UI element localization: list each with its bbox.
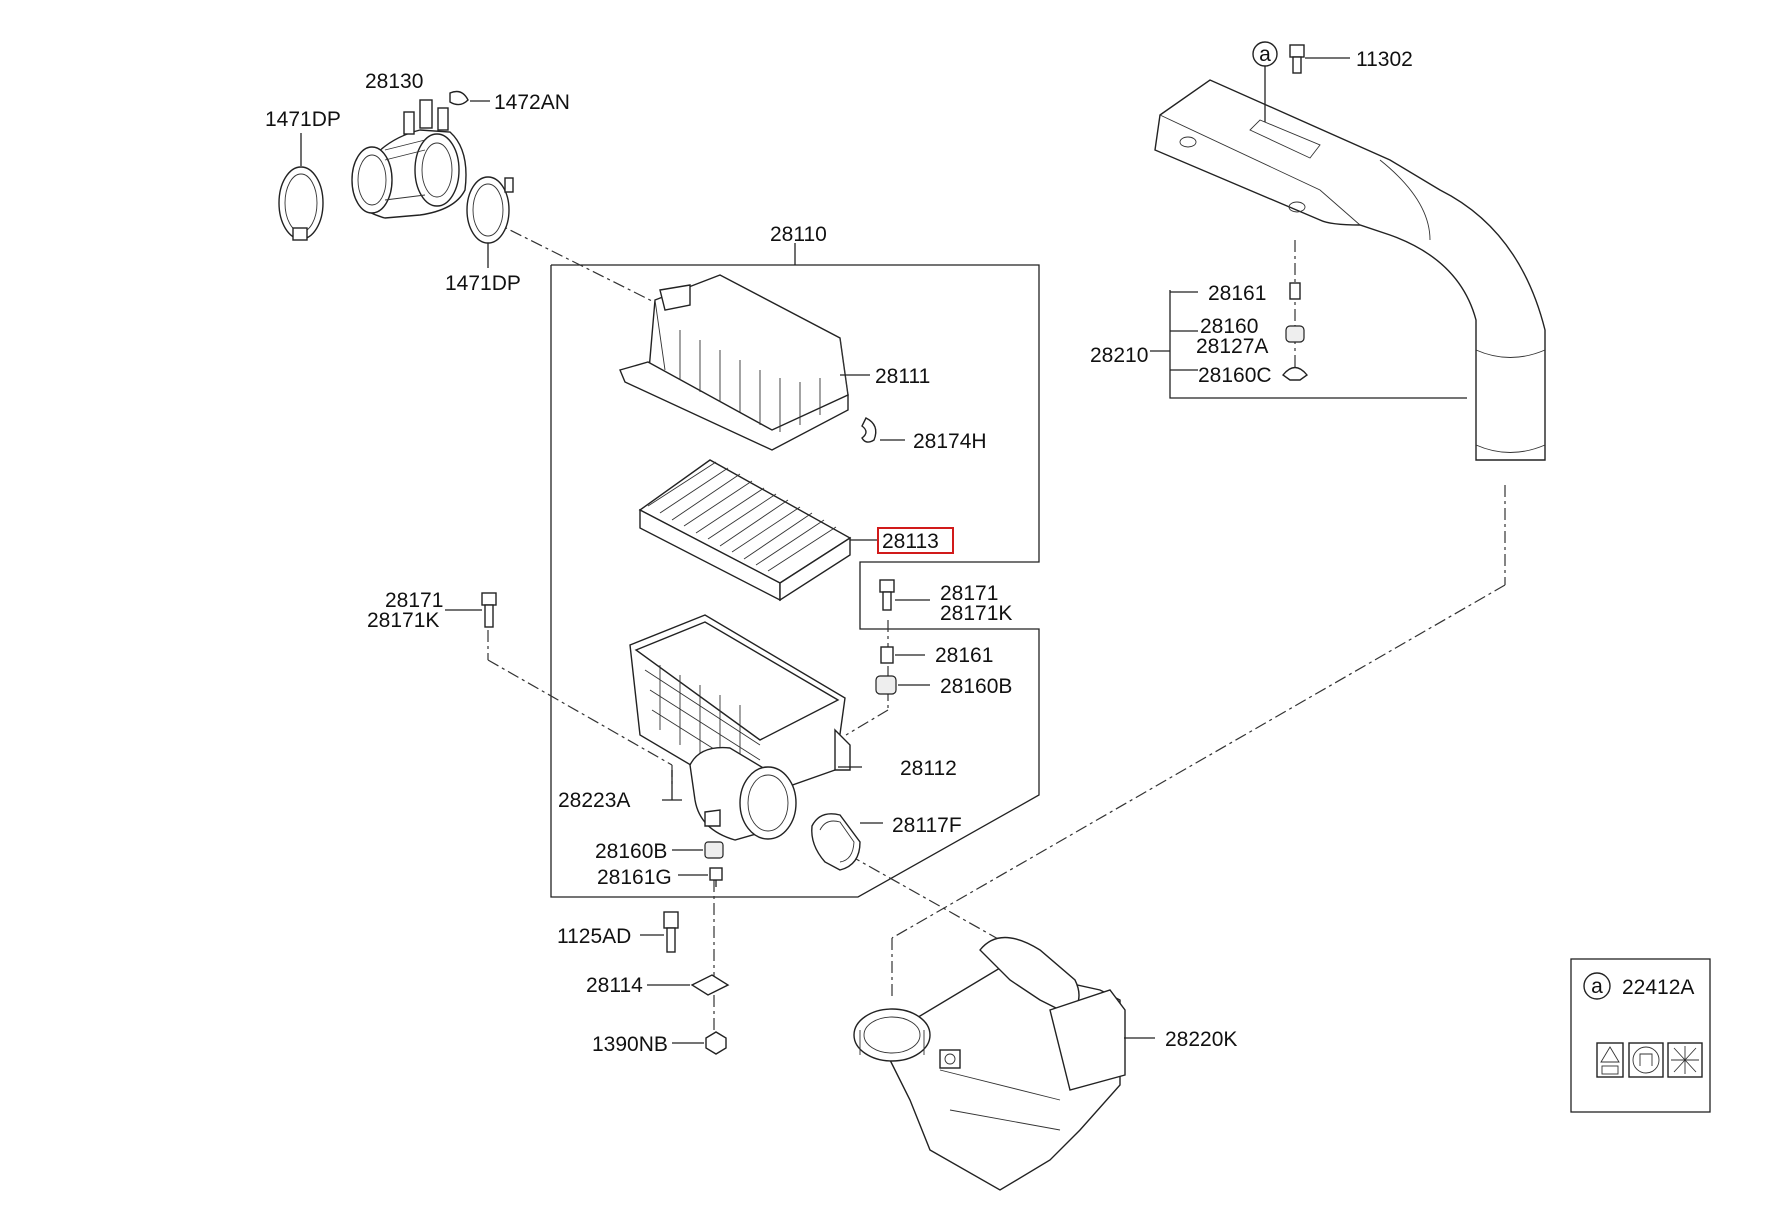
- bolt-28171-right: [879, 579, 930, 611]
- label-22412A: 22412A: [1622, 976, 1694, 999]
- label-1125AD: 1125AD: [557, 925, 631, 948]
- hose-1472AN: [449, 90, 490, 106]
- legend-callout-a: a: [1583, 972, 1611, 1000]
- label-28161G: 28161G: [597, 866, 672, 889]
- highlight-box-28113: [877, 527, 954, 554]
- cleaner-cover-28111: [619, 274, 870, 451]
- clamp-1471DP-right: [466, 176, 514, 268]
- manual-icon: [1628, 1042, 1664, 1078]
- label-28174H: 28174H: [913, 430, 987, 453]
- collar-28161-mid: [880, 646, 925, 664]
- label-28160C: 28160C: [1198, 364, 1272, 387]
- resonator-28220K: [853, 936, 1155, 1191]
- label-28117F: 28117F: [892, 814, 962, 837]
- bracket-28114: [647, 974, 730, 996]
- label-1390NB: 1390NB: [592, 1033, 668, 1056]
- callout-a-label: a: [1259, 43, 1271, 66]
- label-28171K-right: 28171K: [940, 602, 1012, 625]
- label-1472AN: 1472AN: [494, 91, 570, 114]
- assembly-frame-28110: [550, 243, 1040, 898]
- part-labels: 28130 1472AN 1471DP 1471DP 28110 28111 2…: [265, 48, 1694, 1056]
- label-28127A: 28127A: [1196, 335, 1268, 358]
- seal-28117F: [811, 813, 883, 871]
- no-spark-icon: [1667, 1042, 1703, 1078]
- legend-box: [1570, 958, 1711, 1113]
- bolt-1125AD: [640, 911, 679, 953]
- collar-28161-upper: [1289, 282, 1301, 300]
- label-28110: 28110: [770, 223, 827, 246]
- label-28160B-lower: 28160B: [595, 840, 667, 863]
- label-1471DP-left: 1471DP: [265, 108, 341, 131]
- label-28171-left: 28171: [385, 589, 443, 612]
- bolt-11302: [1289, 44, 1350, 74]
- grommet-28160C: [1281, 366, 1309, 381]
- grommet-28160B-mid: [875, 675, 930, 695]
- label-28171K-left: 28171K: [367, 609, 439, 632]
- label-28220K: 28220K: [1165, 1028, 1237, 1051]
- label-28161-mid: 28161: [935, 644, 993, 667]
- label-28223A: 28223A: [558, 789, 630, 812]
- label-28171-right: 28171: [940, 582, 998, 605]
- label-28130: 28130: [365, 70, 423, 93]
- bracket-28210: [1150, 290, 1467, 399]
- intake-duct-28210: [1154, 79, 1546, 461]
- warning-icon: [1596, 1042, 1624, 1078]
- clip-28174H: [861, 417, 905, 443]
- label-28161-upper: 28161: [1208, 282, 1266, 305]
- air-filter-28113: [638, 459, 878, 602]
- grommet-28160-upper: [1285, 325, 1305, 343]
- label-1471DP-right: 1471DP: [445, 272, 521, 295]
- bolt-28171-left: [445, 592, 497, 628]
- callout-a-top: a: [1252, 41, 1278, 122]
- label-28210: 28210: [1090, 344, 1148, 367]
- label-28160: 28160: [1200, 315, 1258, 338]
- label-28160B-mid: 28160B: [940, 675, 1012, 698]
- bolt-28161G: [678, 867, 723, 887]
- label-28113: 28113: [882, 530, 939, 553]
- grommet-28160B-lower: [672, 841, 724, 859]
- label-28111: 28111: [875, 365, 930, 388]
- label-28114: 28114: [586, 974, 643, 997]
- cleaner-body-28112: [629, 614, 862, 841]
- nut-1390NB: [672, 1031, 727, 1055]
- throttle-body-28130: [351, 99, 467, 219]
- pin-28223A: [662, 770, 682, 801]
- connection-lines: [487, 219, 1506, 1040]
- clamp-1471DP-left: [278, 133, 324, 241]
- label-28112: 28112: [900, 757, 957, 780]
- legend-a-label: a: [1591, 975, 1603, 998]
- label-11302: 11302: [1356, 48, 1413, 71]
